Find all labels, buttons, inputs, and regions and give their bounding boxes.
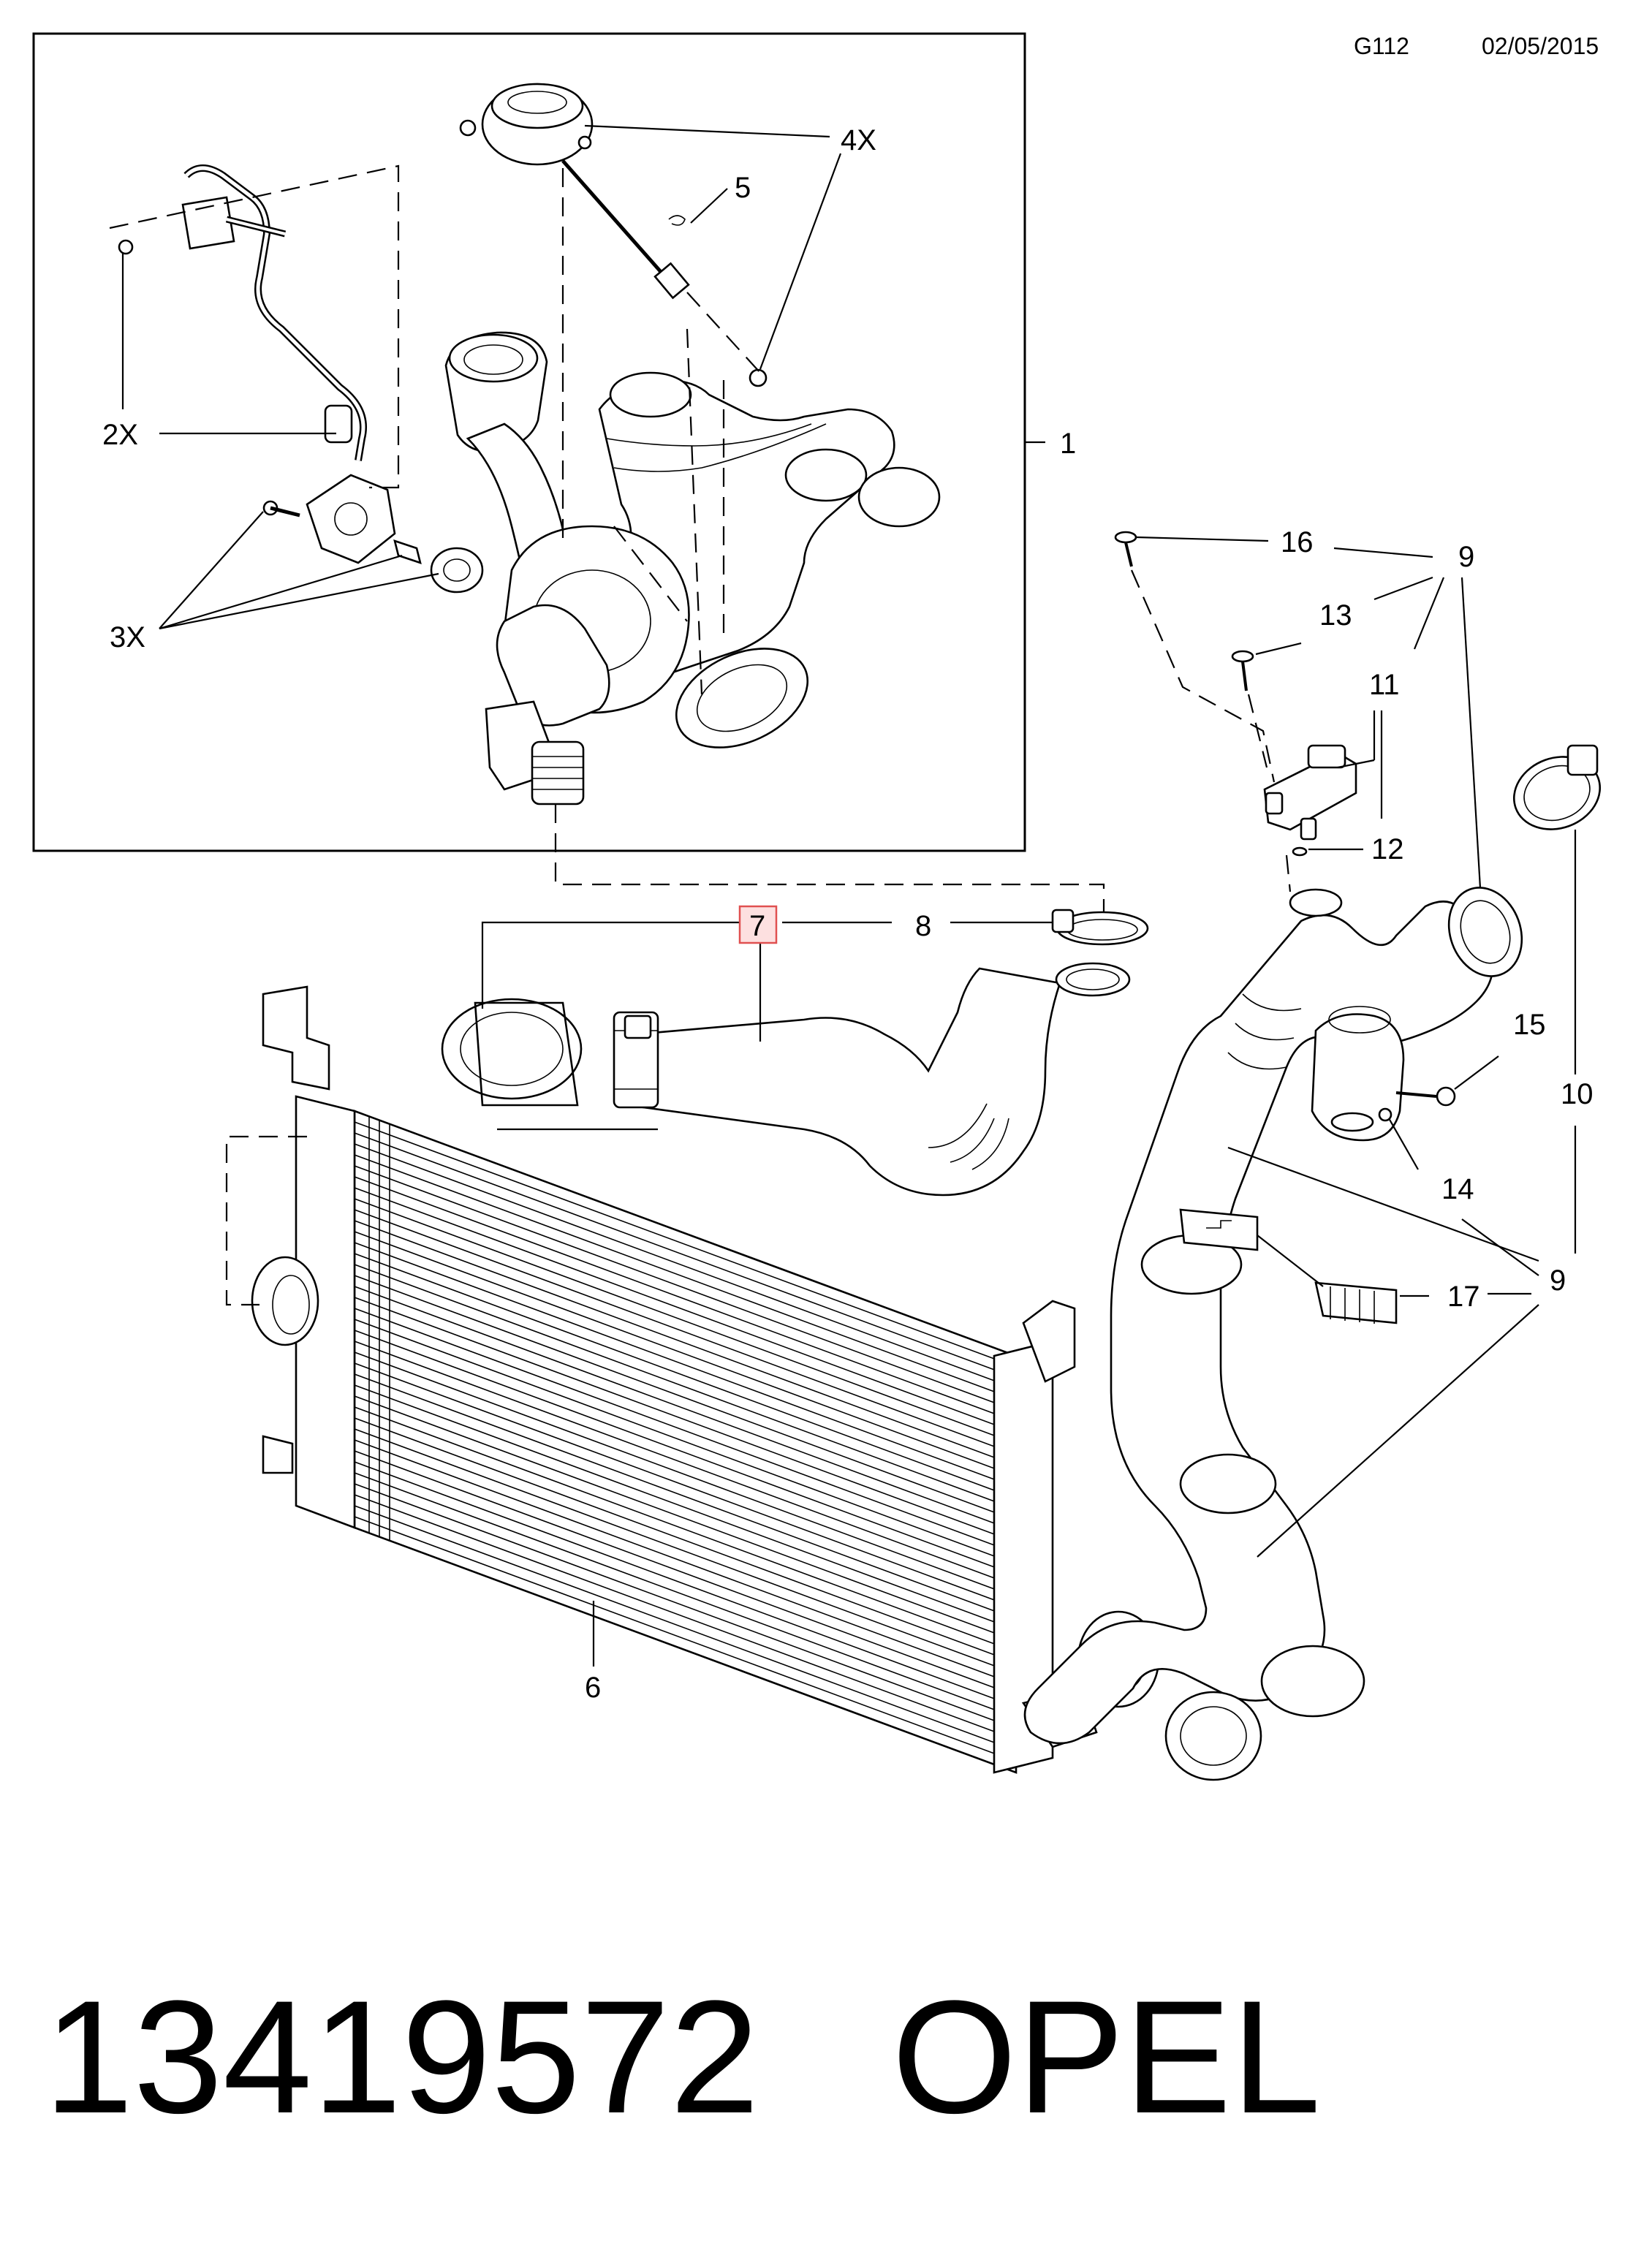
intercooler-fin (354, 1461, 1017, 1707)
callout-8[interactable]: 8 (915, 910, 931, 942)
hose-7-illustration (441, 962, 1131, 1197)
intercooler-fin (354, 1121, 1017, 1368)
callout-5[interactable]: 5 (735, 172, 751, 204)
callout-1[interactable]: 1 (1060, 428, 1076, 460)
callout-13[interactable]: 13 (1319, 599, 1352, 632)
clamp-10-illustration (1512, 744, 1602, 830)
diagram-code: G112 (1354, 33, 1409, 59)
intercooler-6-illustration (251, 985, 1160, 1774)
intercooler-fin (354, 1373, 1017, 1620)
intercooler-fin (354, 1395, 1017, 1642)
clip-17-illustration (1314, 1281, 1398, 1324)
oring-12 (1292, 846, 1308, 857)
intercooler-fin (354, 1165, 1017, 1411)
intercooler-fin (354, 1154, 1017, 1400)
intercooler-fin (354, 1231, 1017, 1477)
intercooler-fin (354, 1406, 1017, 1653)
callout-12[interactable]: 12 (1371, 833, 1404, 865)
intercooler-fin (354, 1417, 1017, 1664)
callout-16[interactable]: 16 (1281, 526, 1314, 558)
callout-10[interactable]: 10 (1561, 1078, 1594, 1110)
intercooler-fin (354, 1187, 1017, 1433)
intercooler-fin (354, 1143, 1017, 1390)
callout-3x[interactable]: 3X (110, 621, 145, 653)
turbocharger-illustration (118, 83, 941, 805)
intercooler-fin (354, 1264, 1017, 1510)
callout-4x[interactable]: 4X (841, 124, 876, 156)
intercooler-fin (354, 1472, 1017, 1718)
callout-17[interactable]: 17 (1447, 1281, 1480, 1313)
intercooler-fin (354, 1341, 1017, 1587)
intercooler-fin (354, 1209, 1017, 1455)
intercooler-fin (354, 1351, 1017, 1598)
intercooler-fin (354, 1384, 1017, 1631)
intercooler-fin (354, 1483, 1017, 1729)
callout-14[interactable]: 14 (1441, 1173, 1474, 1205)
intercooler-fin (354, 1275, 1017, 1521)
intercooler-fin (354, 1450, 1017, 1696)
intercooler-fin (354, 1286, 1017, 1532)
brand-name: OPEL (892, 1967, 1321, 2147)
callout-15[interactable]: 15 (1513, 1009, 1546, 1041)
intercooler-fin (354, 1220, 1017, 1466)
callout-6[interactable]: 6 (585, 1672, 601, 1704)
intercooler-fin (354, 1242, 1017, 1488)
intercooler-fin (354, 1330, 1017, 1576)
duct-9-illustration (1023, 887, 1523, 1781)
clamp-8-illustration (1051, 909, 1149, 946)
callout-11[interactable]: 11 (1369, 669, 1400, 701)
intercooler-fin (354, 1132, 1017, 1379)
screw-13 (1231, 650, 1254, 691)
callout-2x[interactable]: 2X (102, 419, 138, 451)
intercooler-fin (354, 1505, 1017, 1751)
callout-7-highlight (738, 905, 778, 944)
intercooler-fin (354, 1253, 1017, 1499)
intercooler-fin (354, 1176, 1017, 1422)
callout-9-top[interactable]: 9 (1458, 541, 1474, 573)
intercooler-fin (354, 1297, 1017, 1543)
intercooler-fin (354, 1308, 1017, 1554)
screw-16 (1114, 531, 1137, 567)
intercooler-fin (354, 1198, 1017, 1444)
intercooler-fin (354, 1516, 1017, 1762)
diagram-date: 02/05/2015 (1482, 33, 1599, 59)
adapter-14-illustration (1311, 1006, 1456, 1142)
intercooler-fin (354, 1439, 1017, 1686)
intercooler-fin (354, 1494, 1017, 1740)
callout-7[interactable]: 7 (749, 910, 765, 942)
intercooler-fin (354, 1319, 1017, 1565)
part-number: 13419572 (44, 1967, 759, 2147)
sensor-11-illustration (1263, 744, 1357, 841)
intercooler-fin (354, 1428, 1017, 1675)
intercooler-fin (354, 1362, 1017, 1609)
callout-9-mid[interactable]: 9 (1550, 1265, 1566, 1297)
